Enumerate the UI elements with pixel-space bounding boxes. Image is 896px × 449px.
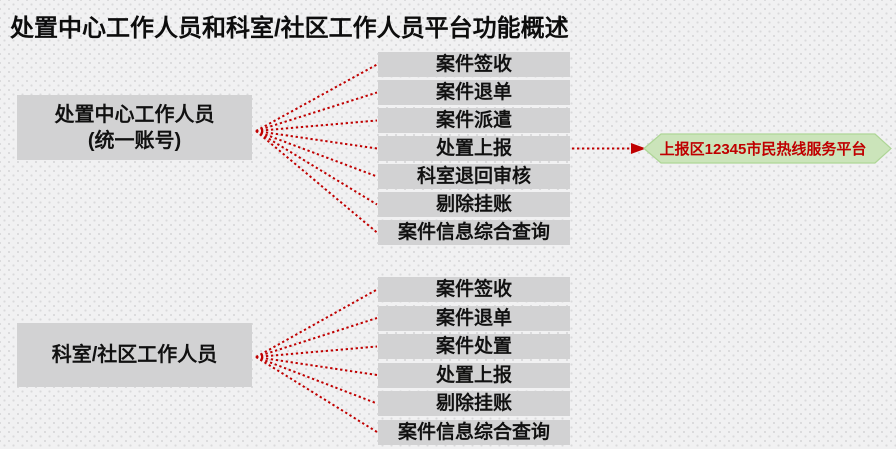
connector-line xyxy=(255,63,378,132)
connector-line xyxy=(255,119,378,132)
function-box-1-5: 案件信息综合查询 xyxy=(378,419,570,445)
connector-line xyxy=(255,130,378,234)
connector-line xyxy=(255,317,378,358)
function-box-0-6: 案件信息综合查询 xyxy=(378,220,570,245)
function-box-1-0: 案件签收 xyxy=(378,277,570,302)
function-box-0-4: 科室退回审核 xyxy=(378,164,570,189)
function-box-0-1: 案件退单 xyxy=(378,80,570,105)
connector-line xyxy=(255,356,378,433)
role-box-department-community: 科室/社区工作人员 xyxy=(17,323,252,387)
page-title: 处置中心工作人员和科室/社区工作人员平台功能概述 xyxy=(10,15,569,42)
connector-line xyxy=(255,130,378,178)
connector-line xyxy=(255,356,378,376)
function-box-1-1: 案件退单 xyxy=(378,305,570,331)
connector-line xyxy=(255,345,378,358)
function-box-0-0: 案件签收 xyxy=(378,52,570,77)
role-label-line: 科室/社区工作人员 xyxy=(51,344,218,366)
function-box-0-2: 案件派遣 xyxy=(378,108,570,133)
role-box-disposal-center: 处置中心工作人员 (统一账号) xyxy=(17,95,252,160)
function-box-0-5: 剔除挂账 xyxy=(378,192,570,217)
connector-line xyxy=(255,130,378,150)
function-box-0-3: 处置上报 xyxy=(378,136,570,161)
function-box-1-3: 处置上报 xyxy=(378,362,570,388)
role-label-line: (统一账号) xyxy=(87,129,182,152)
connector-line xyxy=(255,91,378,132)
connector-line xyxy=(255,130,378,206)
connector-line xyxy=(255,356,378,405)
function-box-1-4: 剔除挂账 xyxy=(378,391,570,416)
role-label-line: 处置中心工作人员 xyxy=(54,103,215,126)
platform-banner-label: 上报区12345市民热线服务平台 xyxy=(659,141,867,158)
connector-line xyxy=(255,288,378,358)
function-box-1-2: 案件处置 xyxy=(378,334,570,359)
